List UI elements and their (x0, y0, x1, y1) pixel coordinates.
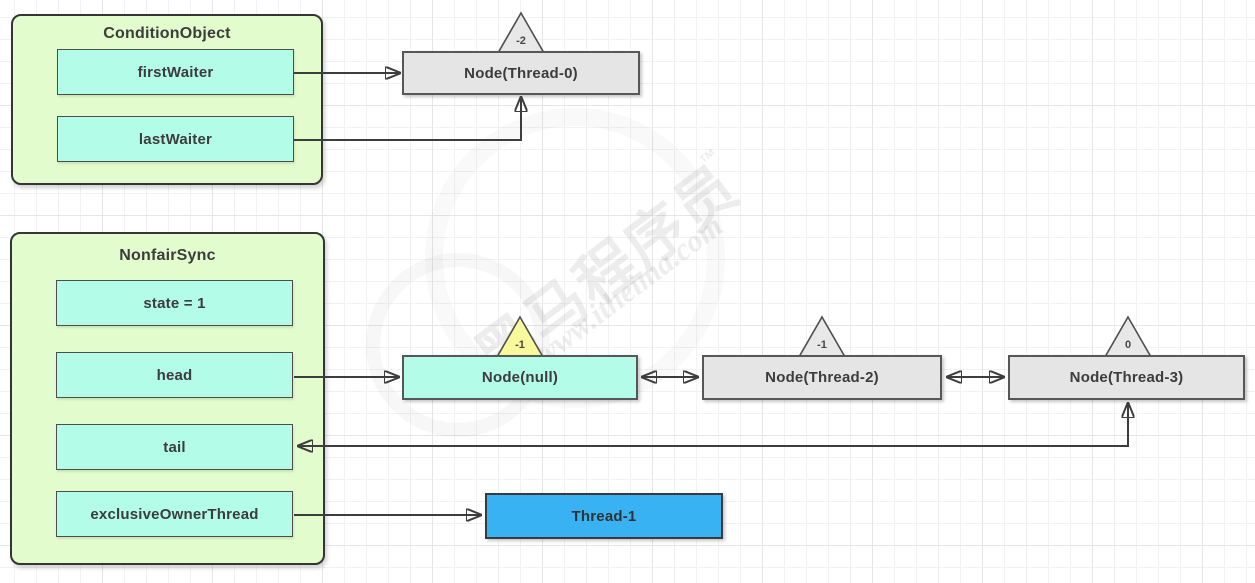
arrow-lastwaiter-to-node0 (294, 97, 521, 141)
field-state: state = 1 (56, 280, 293, 326)
field-last-waiter: lastWaiter (57, 116, 294, 162)
waitstatus-value: 0 (1124, 339, 1132, 351)
watermark-trademark: ™ (695, 144, 722, 172)
nonfair-sync-box: NonfairSync state = 1 head tail exclusiv… (10, 232, 325, 565)
waitstatus-triangle-node-thread0: -2 (495, 10, 547, 56)
waitstatus-triangle-node-thread2: -1 (796, 314, 848, 360)
arrow-tail-nodethread3 (298, 403, 1128, 446)
field-tail: tail (56, 424, 293, 470)
thread1-box: Thread-1 (485, 493, 723, 539)
waitstatus-value: -1 (817, 339, 827, 351)
node-thread3: Node(Thread-3) (1008, 355, 1245, 400)
nonfair-sync-title: NonfairSync (119, 247, 216, 264)
node-thread0: Node(Thread-0) (402, 51, 640, 95)
waitstatus-value: -1 (515, 339, 525, 351)
waitstatus-value: -2 (516, 35, 526, 47)
triangle-icon (496, 11, 546, 54)
node-thread2: Node(Thread-2) (702, 355, 942, 400)
node-null: Node(null) (402, 355, 638, 400)
field-exclusive-owner-thread: exclusiveOwnerThread (56, 491, 293, 537)
waitstatus-triangle-node-null: -1 (494, 314, 546, 360)
triangle-icon (1103, 315, 1153, 358)
triangle-icon (495, 315, 545, 358)
condition-object-box: ConditionObject firstWaiter lastWaiter (11, 14, 323, 185)
triangle-icon (797, 315, 847, 358)
watermark-site-text: www.itheima.com (527, 207, 730, 372)
field-first-waiter: firstWaiter (57, 49, 294, 95)
waitstatus-triangle-node-thread3: 0 (1102, 314, 1154, 360)
field-head: head (56, 352, 293, 398)
condition-object-title: ConditionObject (103, 25, 231, 42)
